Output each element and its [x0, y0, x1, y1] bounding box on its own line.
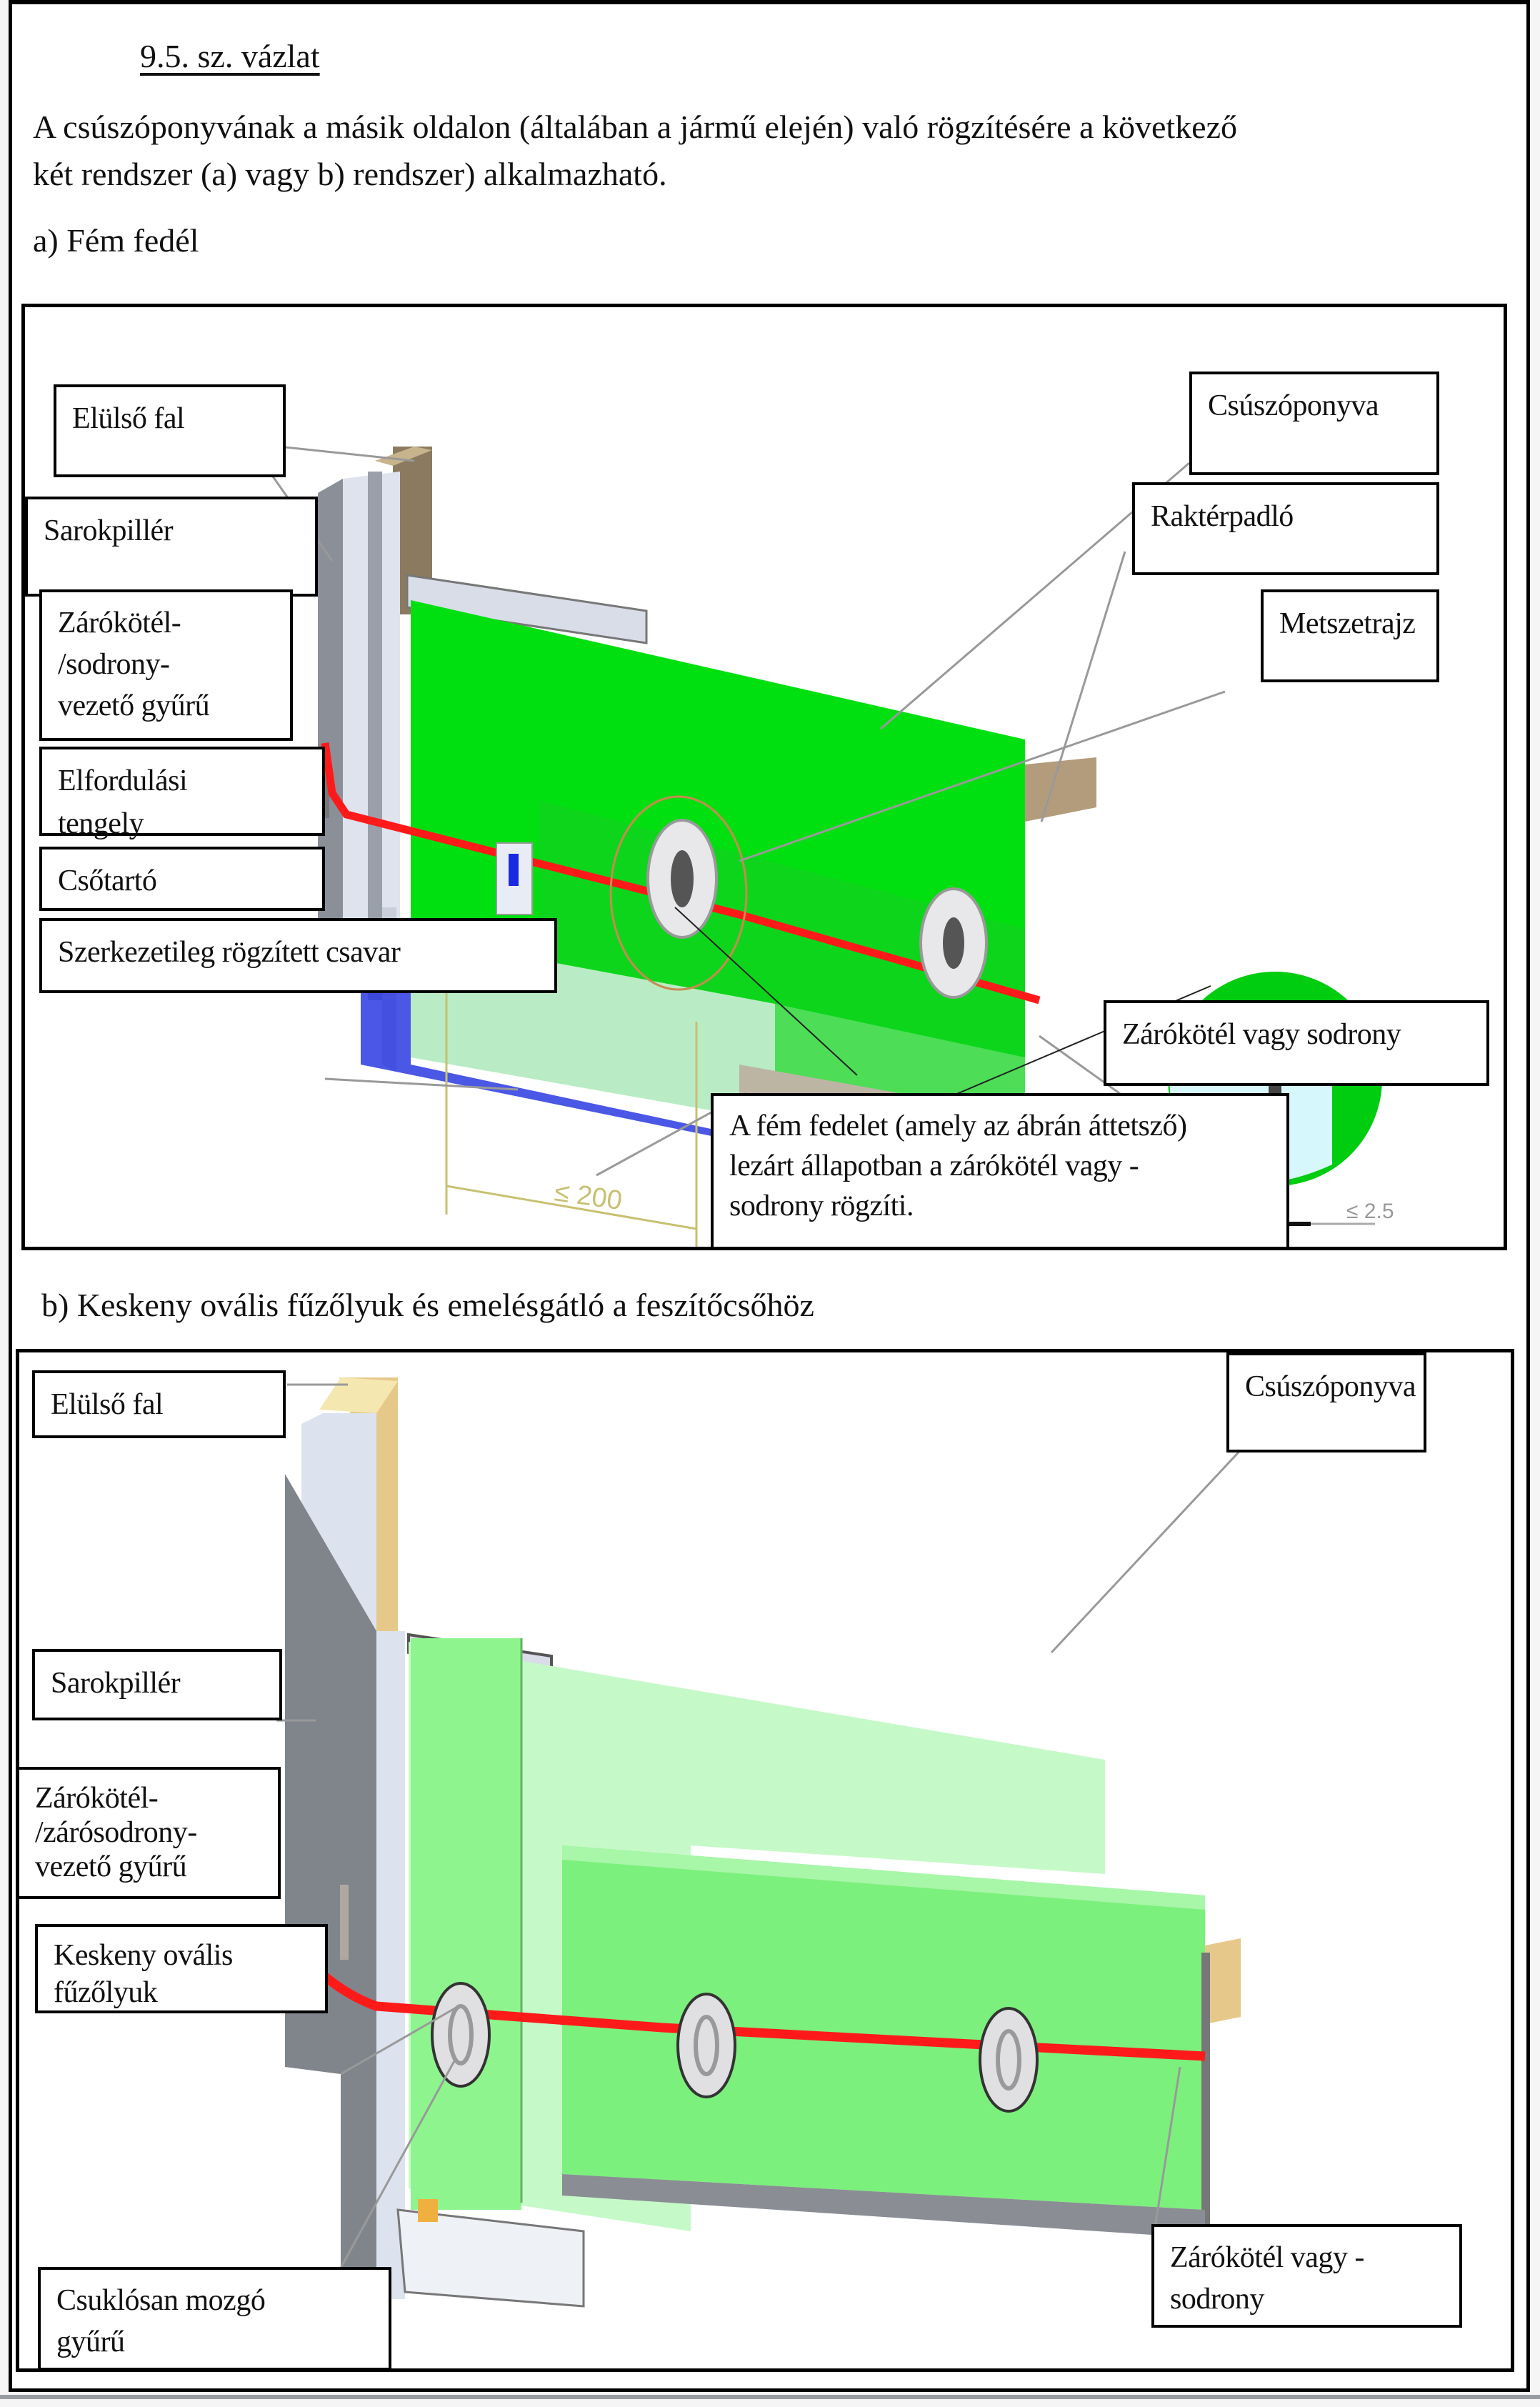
- leader-lines-b: [276, 1383, 1256, 2314]
- label-front-wall: Elülső fal: [32, 1370, 286, 1438]
- eyelet-1: [431, 1982, 491, 2088]
- label-cargo-floor: Raktérpadló: [1132, 482, 1439, 575]
- label-rope: Zárókötél vagy sodrony: [1104, 1000, 1489, 1086]
- top-rail: [406, 574, 648, 644]
- intro-line-2: két rendszer (a) vagy b) rendszer) alkal…: [33, 156, 667, 192]
- front-wall-top: [375, 447, 432, 466]
- intro-line-1: A csúszóponyvának a másik oldalon (által…: [33, 109, 1238, 145]
- label-guide-ring-line-2: /sodrony-: [58, 648, 170, 681]
- pillar-groove: [368, 472, 382, 1000]
- intro-paragraph: A csúszóponyvának a másik oldalon (által…: [33, 104, 1504, 198]
- label-hinged-ring-line-1: Csuklósan mozgó: [56, 2284, 266, 2317]
- section-b-heading: b) Keskeny ovális fűzőlyuk és emelésgátl…: [41, 1287, 814, 1323]
- corner-pillar: [285, 1474, 376, 2299]
- eyelet-1-ring: [448, 2004, 474, 2065]
- label-hinged-ring: Csuklósan mozgó gyűrű: [38, 2267, 391, 2368]
- tarp-lower-highlight: [562, 1845, 1205, 1910]
- pillar-right-edge: [1201, 1953, 1210, 2274]
- label-guide-ring-line-3: vezető gyűrű: [35, 1850, 187, 1883]
- label-pivot-axis: Elfordulási tengely: [39, 747, 325, 840]
- pillar-top-face: [301, 1413, 376, 1638]
- label-metal-cover-note-line-3: sodrony rögzíti.: [729, 1190, 914, 1222]
- label-hinged-ring-line-2: gyűrű: [56, 2326, 125, 2358]
- detail-marker-circle: [609, 795, 748, 991]
- eyelet-3: [979, 2007, 1039, 2113]
- label-metal-cover-note-line-1: A fém fedelet (amely az ábrán áttetsző): [729, 1110, 1187, 1142]
- label-rope: Zárókötél vagy - sodrony: [1151, 2224, 1462, 2328]
- dim-max-distance: ≤ 200: [553, 1177, 624, 1216]
- front-wall-wood: [393, 447, 432, 614]
- label-metal-cover-note-line-2: lezárt állapotban a zárókötél vagy -: [729, 1150, 1139, 1182]
- label-sliding-tarp: Csúszóponyva: [1226, 1352, 1426, 1452]
- label-corner-pillar: Sarokpillér: [25, 497, 318, 597]
- cargo-floor-beam: [1205, 1938, 1241, 2024]
- eyelet-3-ring: [996, 2029, 1021, 2090]
- label-guide-ring-line-1: Zárókötél-: [58, 607, 181, 639]
- label-front-wall: Elülső fal: [54, 384, 286, 477]
- label-pivot-axis-line-1: Elfordulási: [58, 764, 188, 797]
- eyelet-2: [676, 1993, 736, 2098]
- pivot-axis-pin: [509, 854, 519, 886]
- label-pivot-axis-line-2: tengely: [58, 807, 144, 840]
- tarp-lower-shape: [562, 1845, 1205, 2210]
- front-wall-top: [319, 1377, 398, 1413]
- label-guide-ring-line-1: Zárókötél-: [35, 1782, 159, 1815]
- eyelets: [431, 1982, 1039, 2113]
- label-rope-line-2: sodrony: [1170, 2283, 1264, 2316]
- floor-edge: [562, 2174, 1205, 2238]
- dim-line: [446, 1185, 697, 1230]
- figure-b-oval-eyelet: Elülső fal Csúszóponyva Sarokpillér Záró…: [16, 1349, 1514, 2372]
- eyelet-1-ring: [671, 850, 694, 907]
- tarp-fold: [411, 1638, 521, 2210]
- rope-line: [321, 742, 1041, 1005]
- label-guide-ring: Zárókötél- /sodrony- vezető gyűrű: [39, 589, 293, 741]
- bottom-bracket: [396, 2208, 585, 2308]
- eyelet-2-ring: [694, 2015, 719, 2076]
- figure-b-drawing: [276, 1377, 1256, 2314]
- label-fixed-screw: Szerkezetileg rögzített csavar: [39, 918, 557, 993]
- label-tube-holder: Csőtartó: [39, 847, 325, 911]
- section-a-heading: a) Fém fedél: [33, 222, 199, 259]
- window-bottom-edge: [0, 2395, 1540, 2399]
- pillar-edge: [376, 1631, 405, 2299]
- label-rope-line-1: Zárókötél vagy -: [1170, 2241, 1364, 2274]
- label-metal-cover-note: A fém fedelet (amely az ábrán áttetsző) …: [711, 1093, 1289, 1247]
- label-sliding-tarp: Csúszóponyva: [1189, 372, 1439, 475]
- label-cross-section: Metszetrajz: [1261, 589, 1439, 682]
- label-oval-eyelet: Keskeny ovális fűzőlyuk: [35, 1924, 328, 2013]
- anti-lift-block: [418, 2199, 438, 2222]
- label-corner-pillar: Sarokpillér: [32, 1649, 282, 1720]
- label-guide-ring-line-2: /zárósodrony-: [35, 1816, 197, 1849]
- sketch-title: 9.5. sz. vázlat: [140, 38, 320, 74]
- label-guide-ring: Zárókötél- /zárósodrony- vezető gyűrű: [19, 1767, 281, 1899]
- label-oval-eyelet-line-1: Keskeny ovális: [54, 1939, 233, 1972]
- cargo-floor-beam: [1025, 757, 1096, 822]
- front-wall-wood: [339, 1377, 398, 1631]
- eyelet-2-ring: [943, 917, 964, 969]
- label-guide-ring-line-3: vezető gyűrű: [58, 689, 210, 722]
- figure-a-metal-cover: ≤ 200 ≤ 2.5 ≤ 2.5 6: [21, 304, 1507, 1250]
- label-oval-eyelet-line-2: fűzőlyuk: [54, 1976, 158, 2009]
- dim-gap-top: ≤ 2.5: [1346, 1200, 1394, 1223]
